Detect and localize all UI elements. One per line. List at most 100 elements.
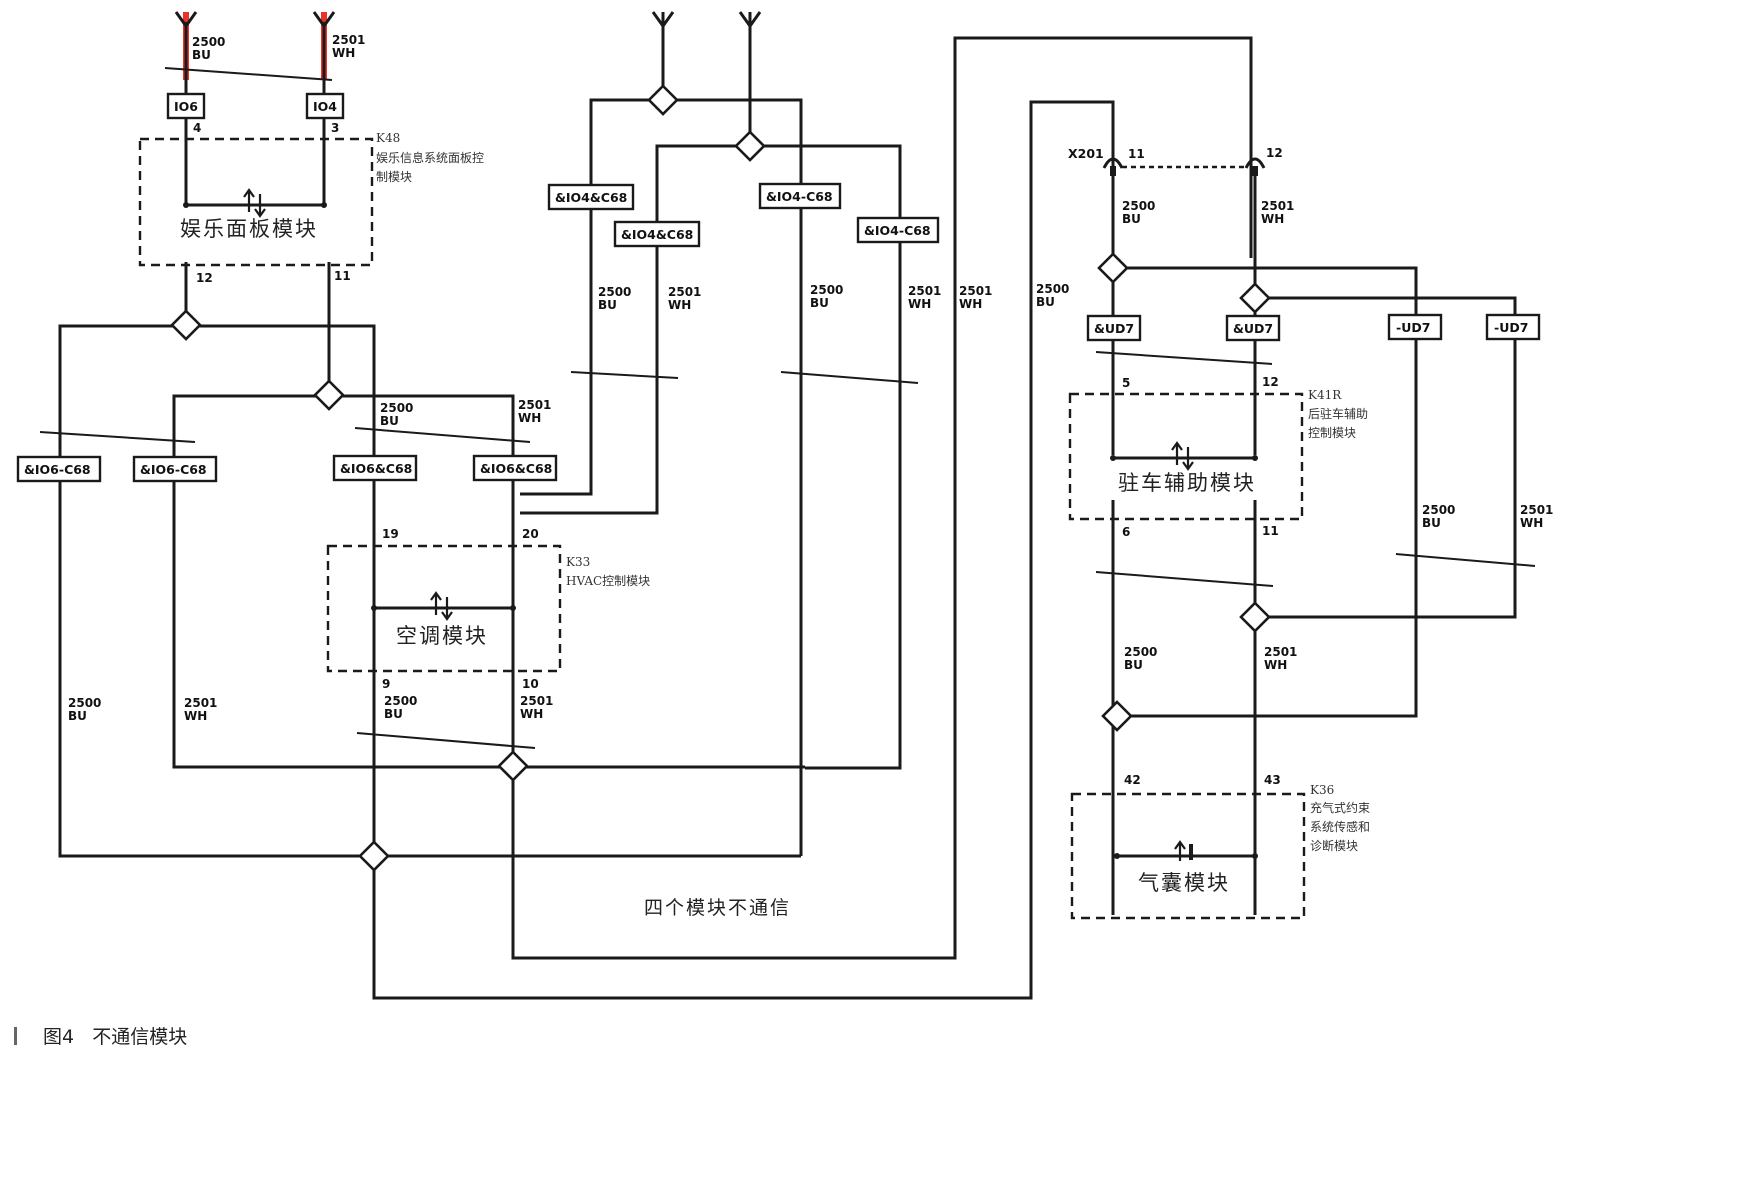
connector-io6: IO6	[166, 92, 206, 120]
module-desc: 控制模块	[1308, 426, 1356, 440]
svg-text:&IO4&C68: &IO4&C68	[555, 190, 627, 205]
svg-text:&IO4-C68: &IO4-C68	[766, 189, 833, 204]
wire-label-num: 2500	[1036, 282, 1069, 296]
wire-label-num: 2501	[908, 284, 941, 298]
wire-label-color: WH	[908, 297, 931, 311]
data-flow-arrows	[243, 188, 1194, 861]
module-name: 驻车辅助模块	[1118, 471, 1256, 495]
pin-number: 11	[1128, 147, 1145, 161]
module-name: 空调模块	[396, 624, 488, 648]
wire-label-num: 2500	[380, 401, 413, 415]
wire-label-color: BU	[1422, 516, 1441, 530]
wire-label-color: WH	[1520, 516, 1543, 530]
wire-label-num: 2500	[1422, 503, 1455, 517]
module-code: K48	[376, 131, 400, 145]
splice-node	[497, 750, 529, 782]
module-code: K33	[566, 555, 590, 569]
connector-fork-symbols	[174, 11, 762, 29]
module-name: 气囊模块	[1138, 871, 1230, 895]
wire-label-color: WH	[959, 297, 982, 311]
svg-text:&IO4-C68: &IO4-C68	[864, 223, 931, 238]
wire-label-num: 2501	[184, 696, 217, 710]
connector-io6andc68: &IO6&C68	[472, 454, 558, 482]
svg-text:IO6: IO6	[174, 99, 198, 114]
splice-node	[734, 130, 766, 162]
connector-io4-c68: &IO4-C68	[856, 216, 940, 244]
wire-label-color: WH	[184, 709, 207, 723]
wire-label-num: 2501	[1264, 645, 1297, 659]
connector-ud7: &UD7	[1225, 314, 1281, 342]
pin-number: 12	[196, 271, 213, 285]
wire-label-num: 2501	[520, 694, 553, 708]
wire-label-num: 2500	[598, 285, 631, 299]
wire-label-num: 2500	[1122, 199, 1155, 213]
wiring-diagram: 娱乐面板模块 K48 娱乐信息系统面板控 制模块 空调模块 K33 HVAC控制…	[16, 11, 1553, 1000]
pin-number: 11	[334, 269, 351, 283]
pin-number: 20	[522, 527, 539, 541]
svg-text:-UD7: -UD7	[1396, 320, 1430, 335]
module-desc: 制模块	[376, 170, 412, 184]
annotation-note: 四个模块不通信	[644, 897, 791, 919]
connector-io4andc68: &IO4&C68	[547, 183, 635, 211]
wire-label-color: BU	[192, 48, 211, 62]
pin-number: 12	[1266, 146, 1283, 160]
wire-label-color: BU	[380, 414, 399, 428]
bidirectional-arrow-icon	[243, 188, 266, 218]
splice-node	[1239, 282, 1271, 314]
caption-bar	[14, 1027, 17, 1045]
splice-node	[1239, 601, 1271, 633]
connector-ud7: &UD7	[1086, 314, 1142, 342]
pin-number: 9	[382, 677, 390, 691]
module-k48: 娱乐面板模块 K48 娱乐信息系统面板控 制模块	[138, 131, 484, 267]
connector-neg-ud7: -UD7	[1485, 313, 1541, 341]
pin-number: 10	[522, 677, 539, 691]
svg-text:&IO6&C68: &IO6&C68	[480, 461, 552, 476]
svg-text:IO4: IO4	[313, 99, 337, 114]
wire-label-color: WH	[332, 46, 355, 60]
module-desc: 娱乐信息系统面板控	[376, 150, 484, 165]
module-k36: 气囊模块 K36 充气式约束 系统传感和 诊断模块	[1070, 783, 1370, 920]
wire-label-color: BU	[1036, 295, 1055, 309]
module-k41r: 驻车辅助模块 K41R 后驻车辅助 控制模块	[1068, 388, 1368, 521]
wire-label-num: 2500	[68, 696, 101, 710]
wire-label-color: WH	[518, 411, 541, 425]
wire-label-num: 2501	[518, 398, 551, 412]
wire-label-color: BU	[1124, 658, 1143, 672]
pin-number: 11	[1262, 524, 1279, 538]
connector-io6-c68: &IO6-C68	[132, 455, 218, 483]
wire-label-num: 2500	[810, 283, 843, 297]
wire-label-color: BU	[68, 709, 87, 723]
wire-label-color: WH	[1261, 212, 1284, 226]
pin-number: 6	[1122, 525, 1130, 539]
module-name: 娱乐面板模块	[180, 217, 318, 241]
svg-text:&UD7: &UD7	[1094, 321, 1134, 336]
x201-connector	[1102, 157, 1266, 176]
module-desc: 诊断模块	[1310, 838, 1358, 853]
connector-io6andc68: &IO6&C68	[332, 454, 418, 482]
pin-number: 5	[1122, 376, 1130, 390]
module-k33: 空调模块 K33 HVAC控制模块	[326, 544, 650, 673]
svg-text:&IO6&C68: &IO6&C68	[340, 461, 412, 476]
module-desc: 充气式约束	[1310, 800, 1370, 815]
pin-number: 3	[331, 121, 339, 135]
pin-number: 12	[1262, 375, 1279, 389]
splice-node	[647, 84, 679, 116]
wire-label-color: WH	[520, 707, 543, 721]
pin-number: 43	[1264, 773, 1281, 787]
wire-label-color: BU	[1122, 212, 1141, 226]
connector-x201-label: X201	[1068, 146, 1104, 161]
module-desc: 后驻车辅助	[1308, 406, 1368, 421]
wire-label-color: BU	[810, 296, 829, 310]
connector-neg-ud7: -UD7	[1387, 313, 1443, 341]
pin-number: 19	[382, 527, 399, 541]
wire-label-color: WH	[668, 298, 691, 312]
connector-io4andc68: &IO4&C68	[613, 220, 701, 248]
pin-number: 42	[1124, 773, 1141, 787]
svg-text:&IO4&C68: &IO4&C68	[621, 227, 693, 242]
wire-label-num: 2501	[668, 285, 701, 299]
module-desc: 系统传感和	[1310, 819, 1370, 834]
svg-text:&IO6-C68: &IO6-C68	[140, 462, 207, 477]
splice-node	[170, 309, 202, 341]
splice-node	[1101, 700, 1133, 732]
